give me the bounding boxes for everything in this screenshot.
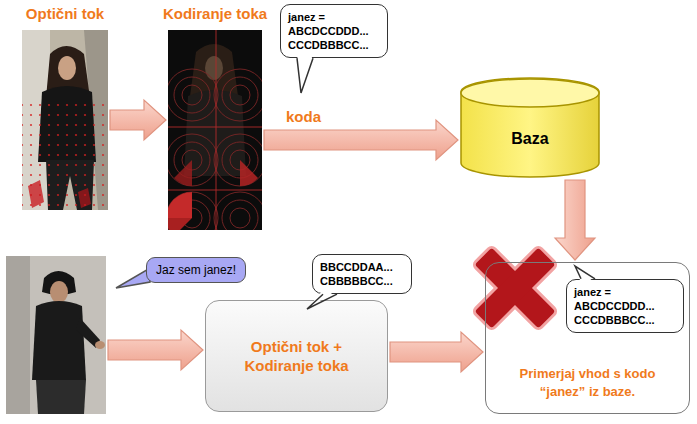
speech-bubble: janez = ABCDCCDDD... CCCDBBBCC... bbox=[566, 279, 684, 333]
bubble-tail bbox=[567, 280, 568, 281]
process-box: Optični tok + Kodiranje toka bbox=[205, 300, 388, 412]
bubble-tail bbox=[116, 268, 150, 288]
block-arrow bbox=[264, 120, 458, 160]
bubble-tail bbox=[281, 5, 282, 6]
speech-bubble: janez = ABCDCCDDD... CCCDBBBCC... bbox=[280, 4, 388, 58]
person-photo bbox=[22, 30, 108, 210]
bubble-text: BBCCDDAA... CBBBBBCC... bbox=[320, 260, 404, 288]
database-label: Baza bbox=[511, 130, 548, 148]
arrow-label: koda bbox=[284, 108, 323, 125]
bubble-text: janez = ABCDCCDDD... CCCDBBBCC... bbox=[288, 10, 380, 52]
cylinder-outline bbox=[460, 78, 600, 178]
encoded-photo bbox=[168, 30, 262, 230]
photo-heading: Kodiranje toka bbox=[163, 5, 267, 22]
process-label: Optični tok + Kodiranje toka bbox=[232, 337, 362, 375]
block-arrow bbox=[108, 330, 203, 370]
block-arrow bbox=[555, 180, 595, 260]
block-arrow bbox=[390, 332, 483, 372]
speech-bubble: BBCCDDAA... CBBBBBCC... bbox=[312, 254, 412, 294]
bubble-text: janez = ABCDCCDDD... CCCDBBBCC... bbox=[574, 285, 676, 327]
photo-heading: Optični tok bbox=[26, 5, 104, 22]
compare-box: Primerjaj vhod s kodo “janez” iz baze. ja… bbox=[485, 262, 690, 414]
speech-text: Jaz sem janez! bbox=[146, 257, 246, 283]
photo-node: Optični tok bbox=[22, 30, 108, 210]
bubble-tail bbox=[313, 255, 314, 256]
person-photo bbox=[6, 256, 106, 414]
compare-label: Primerjaj vhod s kodo “janez” iz baze. bbox=[496, 365, 679, 401]
photo-node: Kodiranje toka bbox=[168, 30, 262, 230]
database-cylinder: Baza bbox=[460, 78, 600, 178]
block-arrow bbox=[110, 100, 166, 140]
photo-node: Jaz sem janez! bbox=[6, 256, 106, 414]
